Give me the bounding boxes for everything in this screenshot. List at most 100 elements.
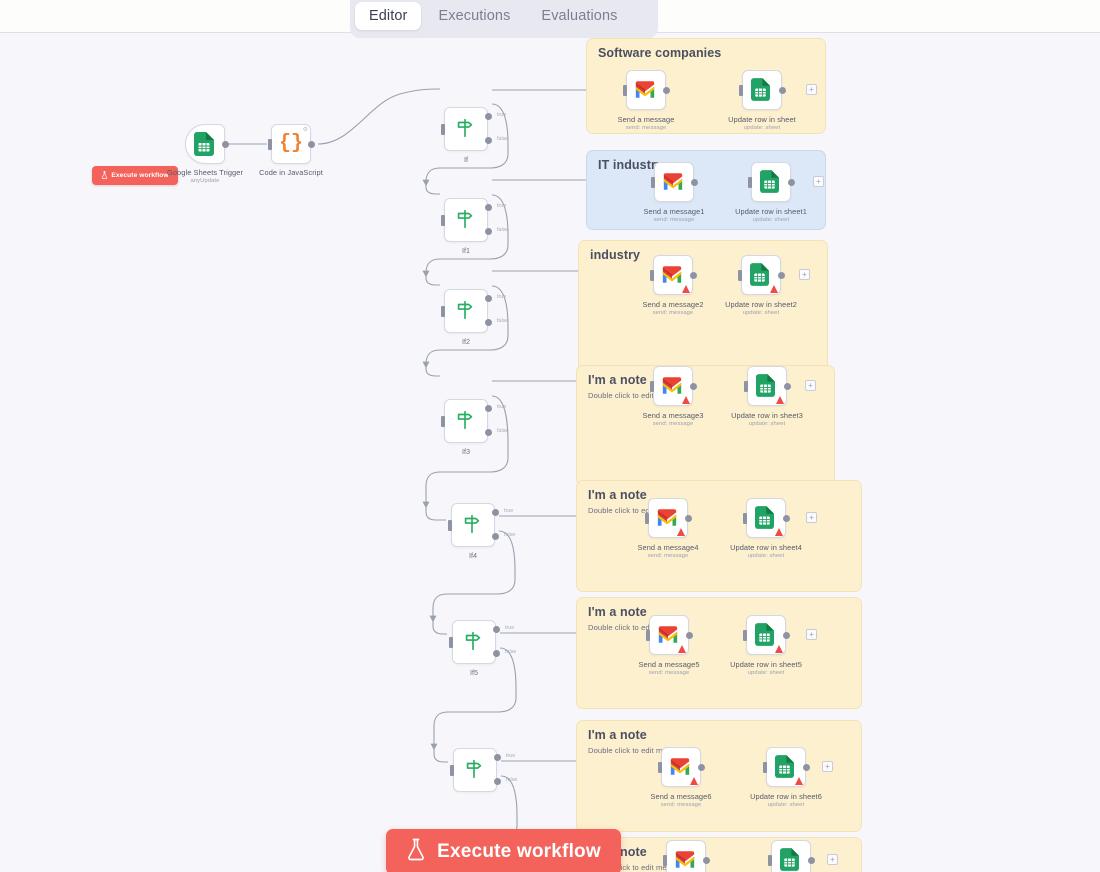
node-sheets-4[interactable] <box>743 498 790 538</box>
node-if-4[interactable] <box>448 503 499 547</box>
if-6-input-port[interactable] <box>450 765 454 776</box>
add-node-button-5[interactable]: + <box>806 629 817 640</box>
gear-icon[interactable]: ⚙ <box>302 127 308 133</box>
gmail-4-input-port[interactable] <box>645 513 649 524</box>
add-node-button-1[interactable]: + <box>813 176 824 187</box>
node-if-2[interactable] <box>441 289 492 333</box>
if-6-false-port[interactable] <box>494 778 501 785</box>
if-3-input-port[interactable] <box>441 416 445 427</box>
add-node-button-3[interactable]: + <box>805 380 816 391</box>
code-output-port[interactable] <box>308 141 315 148</box>
if-4-false-port[interactable] <box>492 533 499 540</box>
node-if-0[interactable] <box>441 107 492 151</box>
if-5-false-port[interactable] <box>493 650 500 657</box>
node-gmail-2[interactable] <box>650 255 697 295</box>
node-sheets-1[interactable] <box>748 162 795 202</box>
gmail-3-input-port[interactable] <box>650 381 654 392</box>
if-4-input-port[interactable] <box>448 520 452 531</box>
if-4-true-port[interactable] <box>492 509 499 516</box>
node-sheets-3[interactable] <box>744 366 791 406</box>
gmail-5-output-port[interactable] <box>686 632 693 639</box>
node-gmail-0[interactable] <box>623 70 670 110</box>
node-sheets-2[interactable] <box>738 255 785 295</box>
node-gmail-1[interactable] <box>651 162 698 202</box>
gmail-6-input-port[interactable] <box>658 762 662 773</box>
sheets-7-input-port[interactable] <box>768 855 772 866</box>
execute-workflow-button[interactable]: Execute workflow <box>386 829 621 872</box>
node-google-sheets-trigger[interactable] <box>185 124 229 164</box>
sheets-7-output-port[interactable] <box>808 857 815 864</box>
node-if-1[interactable] <box>441 198 492 242</box>
gmail-4-output-port[interactable] <box>685 515 692 522</box>
node-if-6[interactable] <box>450 748 501 792</box>
if-0-true-port[interactable] <box>485 113 492 120</box>
if-6-true-port[interactable] <box>494 754 501 761</box>
if-1-input-port[interactable] <box>441 215 445 226</box>
tab-editor[interactable]: Editor <box>355 2 422 30</box>
add-node-button-2[interactable]: + <box>799 269 810 280</box>
add-node-button-7[interactable]: + <box>827 854 838 865</box>
if-0-false-port[interactable] <box>485 137 492 144</box>
sticky-note-4[interactable]: I'm a note Double click to edit me. <box>576 480 862 592</box>
gmail-7-output-port[interactable] <box>703 857 710 864</box>
gmail-2-output-port[interactable] <box>690 272 697 279</box>
sticky-note-3[interactable]: I'm a note Double click to edit me. <box>576 365 835 486</box>
gmail-6-output-port[interactable] <box>698 764 705 771</box>
sheets-6-output-port[interactable] <box>803 764 810 771</box>
sheets-6-input-port[interactable] <box>763 762 767 773</box>
sheets-2-input-port[interactable] <box>738 270 742 281</box>
node-gmail-5[interactable] <box>646 615 693 655</box>
if-5-input-port[interactable] <box>449 637 453 648</box>
node-code-in-javascript[interactable]: {} ⚙ <box>268 124 315 164</box>
node-sheets-0[interactable] <box>739 70 786 110</box>
node-sheets-7[interactable] <box>768 840 815 872</box>
sheets-4-output-port[interactable] <box>783 515 790 522</box>
if-2-input-port[interactable] <box>441 306 445 317</box>
gmail-1-input-port[interactable] <box>651 177 655 188</box>
workflow-canvas[interactable]: Execute workflow Google Sheets Trigger a… <box>0 32 1100 872</box>
sheets-0-output-port[interactable] <box>779 87 786 94</box>
node-if-3[interactable] <box>441 399 492 443</box>
sheets-1-output-port[interactable] <box>788 179 795 186</box>
sticky-note-2[interactable]: industry <box>578 240 828 385</box>
gmail-1-output-port[interactable] <box>691 179 698 186</box>
sticky-note-7[interactable]: I'm a note Double click to edit me. Guid… <box>576 837 862 872</box>
execute-workflow-button-small[interactable]: Execute workflow <box>92 166 178 185</box>
sheets-1-input-port[interactable] <box>748 177 752 188</box>
sheets-3-input-port[interactable] <box>744 381 748 392</box>
trigger-output-port[interactable] <box>222 141 229 148</box>
node-if-5[interactable] <box>449 620 500 664</box>
node-gmail-7[interactable] <box>663 840 710 872</box>
sheets-2-output-port[interactable] <box>778 272 785 279</box>
add-node-button-6[interactable]: + <box>822 761 833 772</box>
if-5-true-port[interactable] <box>493 626 500 633</box>
node-sheets-5[interactable] <box>743 615 790 655</box>
if-1-true-port[interactable] <box>485 204 492 211</box>
if-2-true-port[interactable] <box>485 295 492 302</box>
node-gmail-3[interactable] <box>650 366 697 406</box>
sheets-5-input-port[interactable] <box>743 630 747 641</box>
tab-executions[interactable]: Executions <box>438 8 511 24</box>
add-node-button-0[interactable]: + <box>806 84 817 95</box>
sheets-0-input-port[interactable] <box>739 85 743 96</box>
sticky-note-6[interactable]: I'm a note Double click to edit me. Guid… <box>576 720 862 832</box>
if-3-true-port[interactable] <box>485 405 492 412</box>
code-input-port[interactable] <box>268 139 272 150</box>
sheets-3-output-port[interactable] <box>784 383 791 390</box>
node-sheets-6[interactable] <box>763 747 810 787</box>
sheets-4-input-port[interactable] <box>743 513 747 524</box>
sticky-note-5[interactable]: I'm a note Double click to edit me. <box>576 597 862 709</box>
add-node-button-4[interactable]: + <box>806 512 817 523</box>
if-0-input-port[interactable] <box>441 124 445 135</box>
node-gmail-4[interactable] <box>645 498 692 538</box>
if-2-false-port[interactable] <box>485 319 492 326</box>
tab-evaluations[interactable]: Evaluations <box>541 8 618 24</box>
gmail-3-output-port[interactable] <box>690 383 697 390</box>
sheets-5-output-port[interactable] <box>783 632 790 639</box>
gmail-0-input-port[interactable] <box>623 85 627 96</box>
node-gmail-6[interactable] <box>658 747 705 787</box>
gmail-7-input-port[interactable] <box>663 855 667 866</box>
gmail-5-input-port[interactable] <box>646 630 650 641</box>
if-1-false-port[interactable] <box>485 228 492 235</box>
gmail-0-output-port[interactable] <box>663 87 670 94</box>
